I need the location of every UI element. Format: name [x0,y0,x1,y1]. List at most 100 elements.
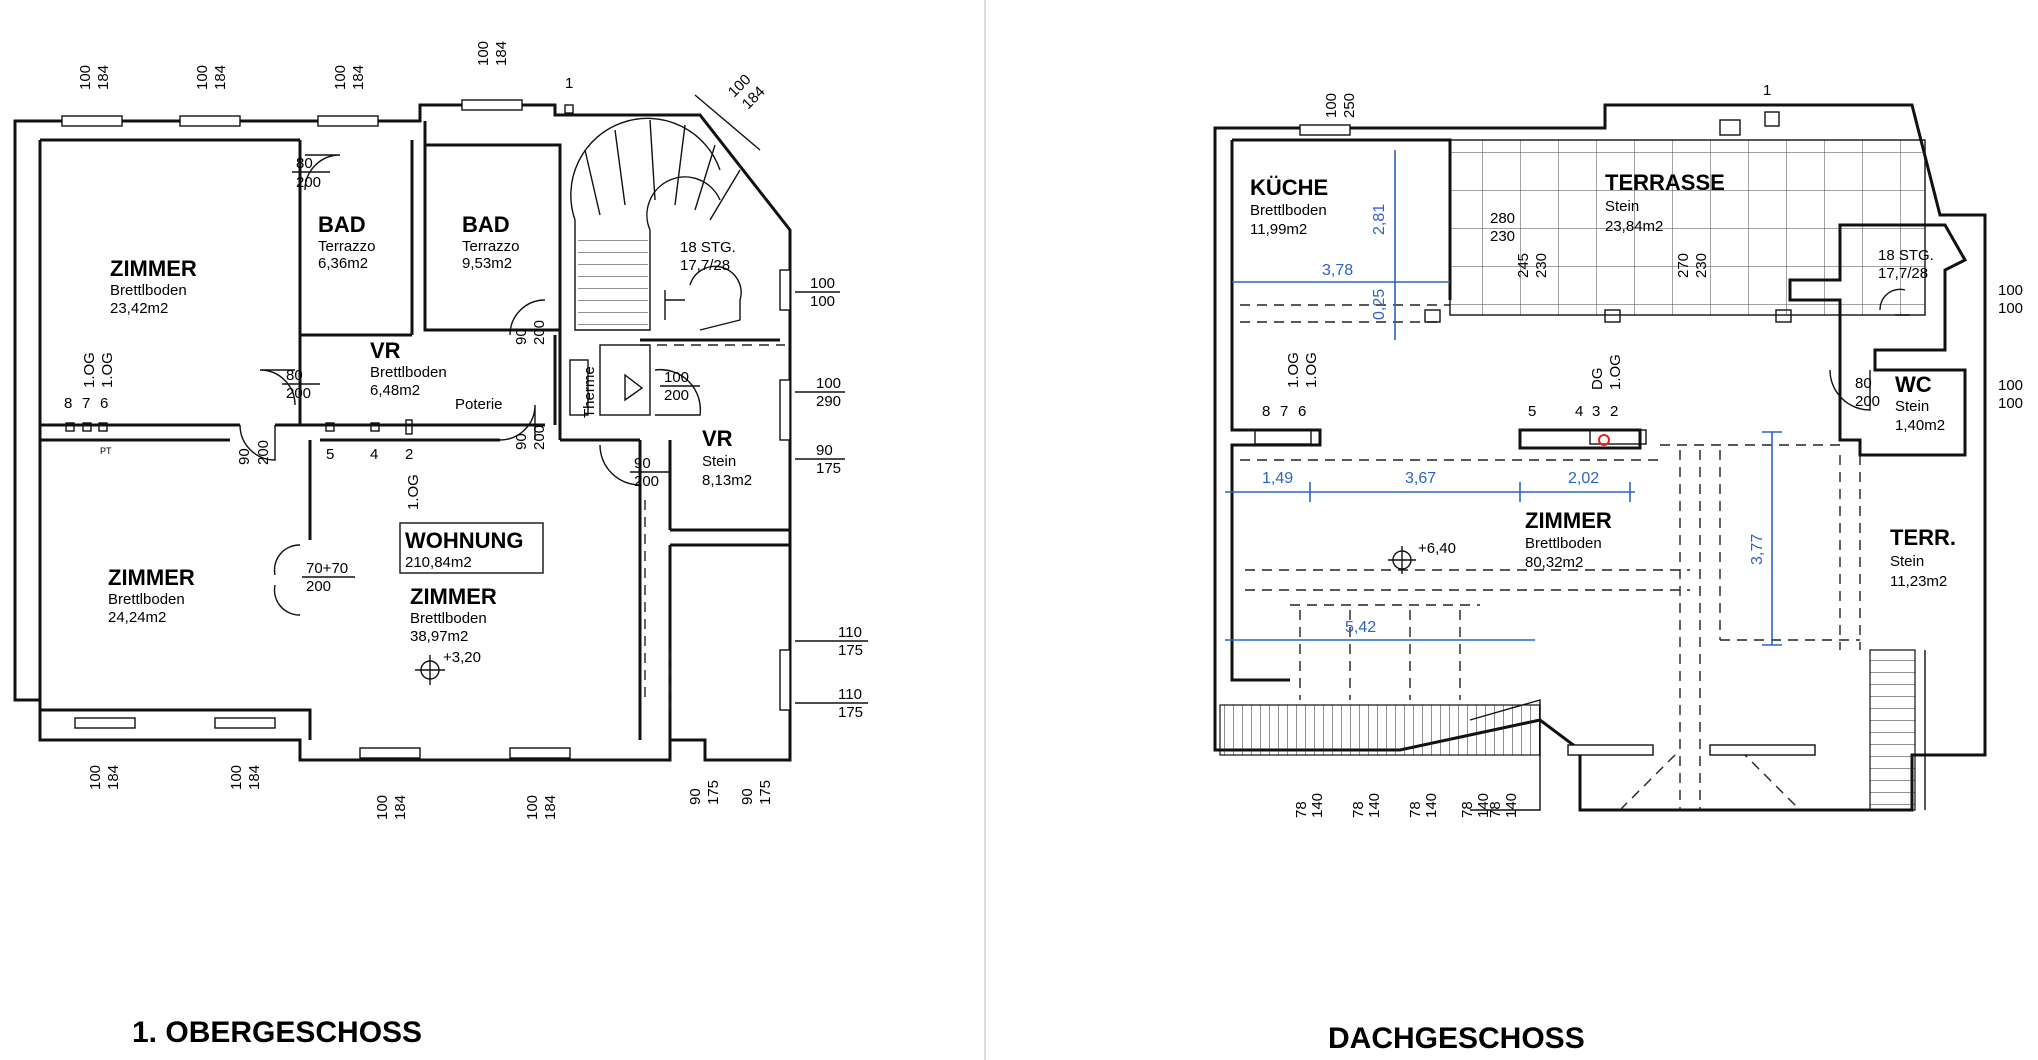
right-dashed-lines [1240,304,1861,811]
door-dim: 90 [513,433,530,450]
window-dim: 175 [705,780,722,805]
bottom-dim: 140 [1309,793,1326,818]
plan-title-right: DACHGESCHOSS [1328,1022,1585,1055]
socket-number: 6 [1298,403,1306,420]
room-name: ZIMMER [110,256,197,281]
left-sockets [65,104,574,435]
window-dim: 90 [739,788,756,805]
room-name: TERRASSE [1605,170,1725,195]
window-dim: 184 [542,795,559,820]
wohnung-label: WOHNUNG [405,528,524,553]
room-floor: Terrazzo [462,238,520,255]
room-area: 38,97m2 [410,628,468,645]
blue-dim: 3,67 [1405,470,1436,487]
side-dim: 175 [838,642,863,659]
blue-dim: 0,25 [1371,289,1388,320]
og-label: 1.OG [99,352,116,388]
room-area: 6,48m2 [370,382,420,399]
room-floor: Brettlboden [1525,535,1602,552]
room-floor: Brettlboden [108,591,185,608]
window-dim: 100 [524,795,541,820]
window-dim: 90 [687,788,704,805]
side-dim: 100 [810,275,835,292]
og-label: 1.OG [1303,352,1320,388]
left-room-labels: ZIMMER Brettlboden 23,42m2 BAD Terrazzo … [64,75,752,666]
room-floor: Terrazzo [318,238,376,255]
door-dim: 200 [634,473,659,490]
window-dim: 184 [95,65,112,90]
terrace-tiles [1449,139,1926,316]
room-name: WC [1895,372,1932,397]
top-dim: 250 [1341,93,1358,118]
room-area: 11,23m2 [1890,573,1947,590]
side-dim: 110 [838,686,862,703]
room-area: 8,13m2 [702,472,752,489]
door-dim: 200 [286,385,311,402]
room-name: KÜCHE [1250,175,1328,200]
door-dim: 200 [531,320,548,345]
right-floor-plan [1213,103,1987,812]
blue-dim: 1,49 [1262,470,1293,487]
therme-box [569,359,589,416]
room-area: 11,99m2 [1250,221,1307,238]
door-dim: 200 [306,578,331,595]
door-dim: 80 [296,155,313,172]
window-dim: 184 [105,765,122,790]
marker-one: 1 [1763,82,1771,99]
room-area: 23,84m2 [1605,218,1663,235]
socket-number: 4 [370,446,378,463]
blue-dim: 2,02 [1568,470,1599,487]
poterie-label: Poterie [455,396,503,413]
top-dim: 100 [1323,93,1340,118]
socket-number: 5 [326,446,334,463]
blue-dim: 5,42 [1345,619,1376,636]
door-dim: 90 [236,448,253,465]
room-area: 1,40m2 [1895,417,1945,434]
stair-count: 18 STG. [1878,247,1934,264]
stair-count: 18 STG. [680,239,736,256]
bottom-dim: 78 [1487,801,1504,818]
socket-number: 8 [64,395,72,412]
socket-number: 7 [1280,403,1288,420]
side-dim: 100 [1998,395,2023,412]
socket-number: 2 [405,446,413,463]
room-name: BAD [462,212,510,237]
window-dim: 100 [228,765,245,790]
plan-title-left: 1. OBERGESCHOSS [132,1016,422,1049]
window-dim: 184 [493,41,510,66]
og-label: 1.OG [81,352,98,388]
bottom-dim: 78 [1293,801,1310,818]
left-floor-plan [13,94,792,762]
socket-number: 8 [1262,403,1270,420]
door-dim: 80 [286,367,303,384]
room-floor: Stein [1895,398,1929,415]
wohnung-area: 210,84m2 [405,554,472,571]
blue-dim: 3,78 [1322,262,1353,279]
room-area: 9,53m2 [462,255,512,272]
door-dim: 200 [255,440,272,465]
terrace-dim: 230 [1693,253,1710,278]
window-dim: 100 [332,65,349,90]
og-label: 1.OG [1607,354,1624,390]
left-interior-walls [38,121,790,740]
room-name: ZIMMER [1525,508,1612,533]
room-area: 24,24m2 [108,609,166,626]
blue-dimension-values: 3,78 2,81 0,25 1,49 3,67 2,02 5,42 3,77 [1262,204,1766,636]
door-dim: 200 [1855,393,1880,410]
room-floor: Brettlboden [410,610,487,627]
terrace-dim: 270 [1675,253,1692,278]
window-dim: 100 [77,65,94,90]
bottom-dim: 140 [1423,793,1440,818]
bottom-dim: 140 [1475,793,1492,818]
left-door-dimensions: 80 200 80 200 90 200 90 200 90 200 100 2… [236,155,700,595]
window-dim: 175 [757,780,774,805]
level-label: +3,20 [443,649,481,666]
window-dim: 100 [87,765,104,790]
door-dim: 100 [664,369,689,386]
door-dim: 200 [531,425,548,450]
door-dim: 200 [296,174,321,191]
right-lower-stairs [1219,704,1541,756]
side-dim: 100 [1998,300,2023,317]
room-floor: Stein [1890,553,1924,570]
